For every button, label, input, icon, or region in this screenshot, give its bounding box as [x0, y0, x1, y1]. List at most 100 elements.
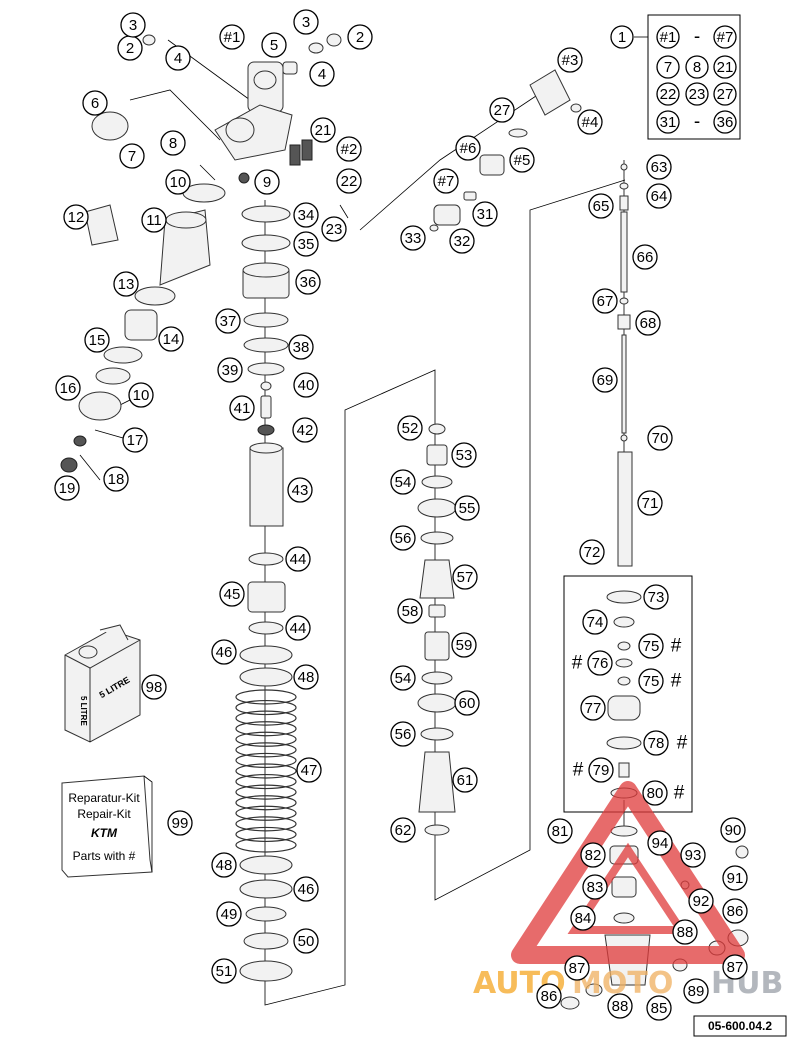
part-label-17: 17 [122, 427, 148, 453]
part-label-19: 19 [54, 475, 80, 501]
part-label-56-circle [390, 721, 416, 747]
part-label-52: 52 [397, 415, 423, 441]
part-label-10-text: 10 [170, 174, 187, 191]
part-label-89-text: 89 [688, 983, 705, 1000]
part-label-27-circle [489, 97, 515, 123]
part-label-21: 21 [310, 117, 336, 143]
sub-assembly-3-text: #3 [562, 52, 579, 69]
part-label-19-text: 19 [59, 480, 76, 497]
part-label-56: 56 [390, 721, 416, 747]
part-label-54-text: 54 [395, 474, 412, 491]
part-label-42-text: 42 [297, 422, 314, 439]
part-label-44-text: 44 [290, 551, 307, 568]
part-label-42-circle [292, 417, 318, 443]
part-label-32-text: 32 [454, 233, 471, 250]
sub-assembly-2-circle [336, 136, 362, 162]
spring-coil-turn [235, 710, 297, 726]
part-label-38: 38 [288, 334, 314, 360]
kit-key-1-circle [610, 25, 634, 49]
part-label-55-circle [454, 495, 480, 521]
part-label-68-text: 68 [640, 315, 657, 332]
part-label-82-circle [580, 842, 606, 868]
part-label-9-circle [254, 169, 280, 195]
sub-assembly-7-text: #7 [438, 173, 455, 190]
spring-coil-turn [235, 826, 297, 843]
part-label-16-circle [55, 375, 81, 401]
kit-item-7-circle [656, 55, 680, 79]
part-label-94-circle [647, 830, 673, 856]
part-label-92-circle [688, 888, 714, 914]
part-label-59-circle [451, 632, 477, 658]
part-label-57: 57 [452, 564, 478, 590]
part-label-6: 6 [82, 90, 108, 116]
part-label-53: 53 [451, 442, 477, 468]
part-label-47-text: 47 [301, 762, 318, 779]
part-label-73-text: 73 [648, 589, 665, 606]
part-label-3: 3 [120, 12, 146, 38]
middle-column-parts [417, 423, 457, 836]
part-label-37: 37 [215, 308, 241, 334]
part-label-4: 4 [165, 45, 191, 71]
spring-coil-turn [235, 752, 297, 769]
part-label-12-text: 12 [68, 209, 85, 226]
kit-item-21-circle [713, 55, 737, 79]
spring-coil-turn [235, 763, 297, 779]
part-label-71-circle [637, 490, 663, 516]
part-label-60: 60 [454, 690, 480, 716]
part-label-86: 86 [536, 983, 562, 1009]
part-label-58-text: 58 [402, 603, 419, 620]
oil-can-label-left: 5 LITRE [79, 696, 88, 726]
part-label-33-text: 33 [405, 230, 422, 247]
repair-mark: # [572, 653, 583, 674]
part-label-82-text: 82 [585, 847, 602, 864]
part-label-49-circle [216, 901, 242, 927]
part-label-76: 76 [587, 650, 613, 676]
sub-assembly-7-circle [433, 168, 459, 194]
part-label-32-circle [449, 228, 475, 254]
kit-item-8: 8 [685, 55, 709, 79]
part-label-87-circle [722, 954, 748, 980]
part-label-10: 10 [165, 169, 191, 195]
main-column-parts [239, 205, 293, 982]
part-label-6-text: 6 [91, 95, 99, 112]
part-label-18-text: 18 [108, 471, 125, 488]
part-label-86-text: 86 [727, 903, 744, 920]
part-label-78-text: 78 [648, 735, 665, 752]
part-label-59: 59 [451, 632, 477, 658]
part-label-67: 67 [592, 288, 618, 314]
part-label-56-text: 56 [395, 726, 412, 743]
part-label-72-text: 72 [584, 544, 601, 561]
part-label-91-circle [722, 865, 748, 891]
part-label-62-circle [390, 817, 416, 843]
part-label-4-circle [309, 61, 335, 87]
spring-coil [235, 689, 297, 853]
part-label-8-text: 8 [169, 135, 177, 152]
spring-coil-turn [235, 784, 297, 800]
kit-range-dash: - [694, 112, 700, 133]
part-label-54: 54 [390, 665, 416, 691]
part-label-2-text: 2 [356, 29, 364, 46]
part-label-13: 13 [113, 271, 139, 297]
part-label-74: 74 [582, 609, 608, 635]
part-label-94-text: 94 [652, 835, 669, 852]
part-label-48-circle [293, 664, 319, 690]
part-label-88-circle [607, 993, 633, 1019]
part-label-17-circle [122, 427, 148, 453]
part-label-36: 36 [295, 269, 321, 295]
part-label-75-text: 75 [643, 673, 660, 690]
spring-coil-turn [235, 721, 297, 737]
kit-card-brand: KTM [91, 826, 118, 840]
part-label-46-circle [211, 639, 237, 665]
part-label-23-text: 23 [326, 221, 343, 238]
part-label-87: 87 [564, 955, 590, 981]
part-label-99-text: 99 [172, 815, 189, 832]
part-label-9-text: 9 [263, 174, 271, 191]
spring-coil-turn [235, 816, 297, 832]
part-label-3-circle [293, 9, 319, 35]
part-label-13-circle [113, 271, 139, 297]
part-label-56-circle [390, 525, 416, 551]
document-number-box: 05-600.04.2 [693, 1015, 787, 1037]
part-label-86-text: 86 [541, 988, 558, 1005]
part-label-34-text: 34 [298, 207, 315, 224]
part-label-72: 72 [579, 539, 605, 565]
